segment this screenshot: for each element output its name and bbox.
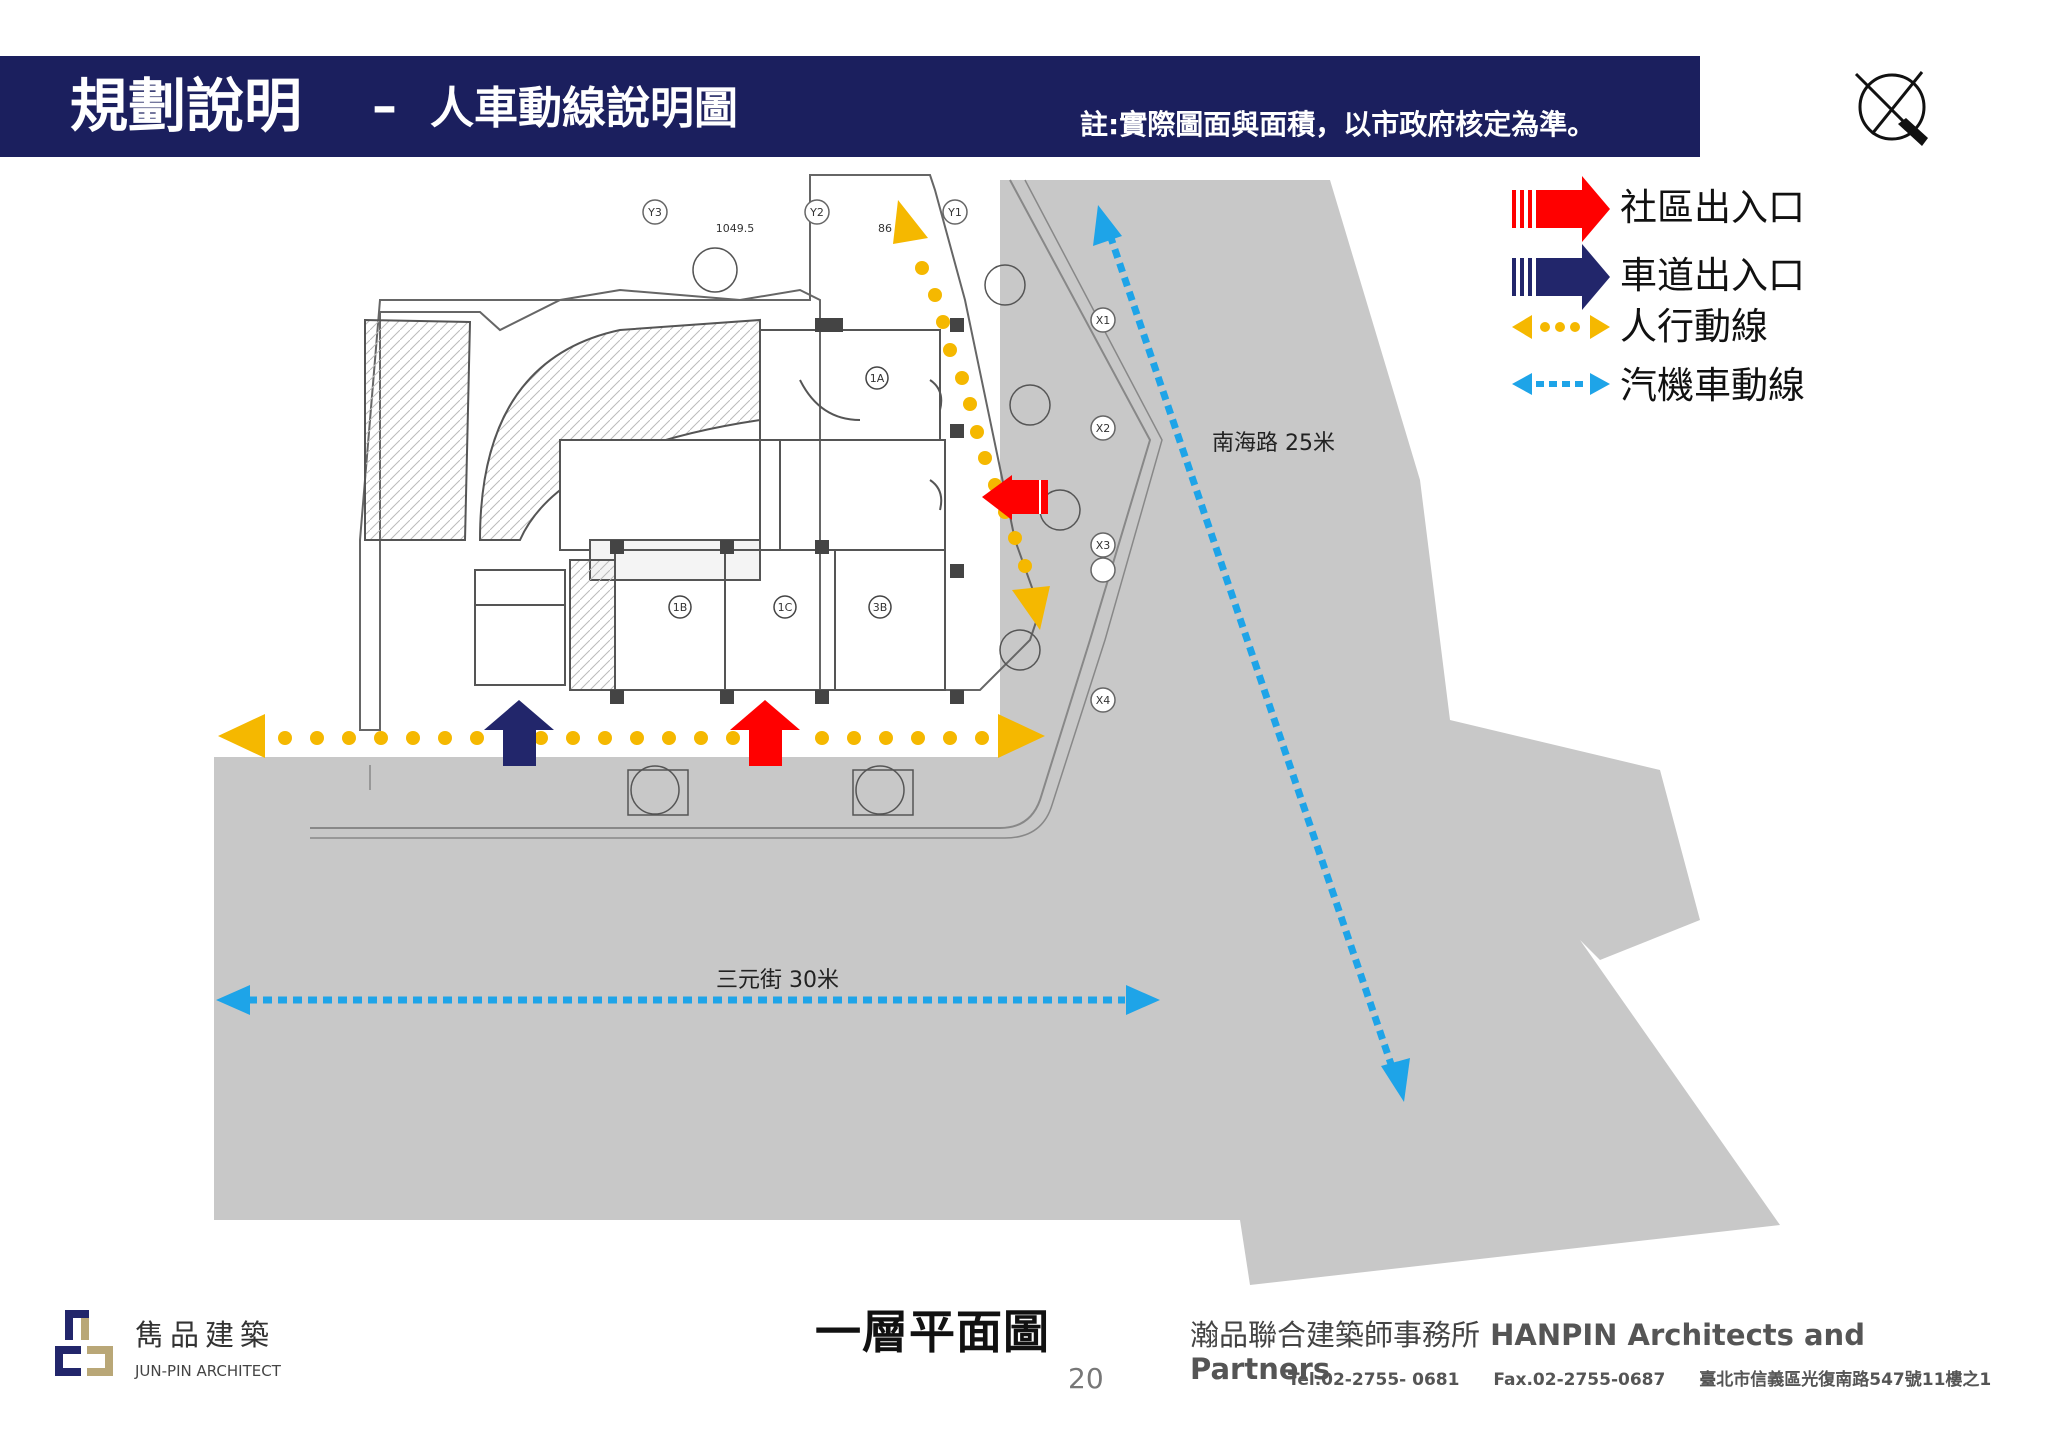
legend-driveway-entrance: 車道出入口 (1620, 254, 1805, 297)
road-label-sanyuan: 三元街 30米 (716, 968, 839, 993)
axis-label: Y1 (947, 206, 962, 219)
page-subtitle: 人車動線說明圖 (430, 83, 738, 134)
red-arrow-icon (1512, 176, 1610, 242)
community-entrance-arrow-side (982, 475, 1048, 520)
unit-label: 1A (870, 372, 885, 385)
structural-columns (610, 318, 964, 704)
page-title: 規劃說明 (70, 72, 303, 140)
title-bar: 規劃說明 – 人車動線說明圖 註:實際圖面與面積，以市政府核定為準。 (0, 56, 1700, 157)
pedestrian-arrowhead-up (893, 200, 928, 244)
dimension-label: 86 (878, 222, 892, 235)
pedestrian-arrowhead-down (1012, 586, 1050, 630)
address: 臺北市信義區光復南路547號11樓之1 (1699, 1370, 1992, 1390)
floor-plan-title: 一層平面圖 (815, 1305, 1050, 1359)
vehicle-arrowhead-right (1126, 985, 1160, 1015)
community-entrance-arrow-bottom (730, 700, 800, 766)
page-number: 20 (1068, 1362, 1104, 1395)
legend-community-entrance: 社區出入口 (1620, 186, 1805, 229)
jun-pin-logo-icon (55, 1310, 113, 1376)
tel: Tel.02-2755- 0681 (1288, 1370, 1460, 1390)
vehicle-arrowhead-down (1381, 1058, 1410, 1102)
north-compass-icon (1854, 71, 1928, 146)
grid-axis-bubbles (642, 199, 1116, 713)
curb-line (310, 179, 1163, 839)
road-label-nanhai: 南海路 25米 (1212, 431, 1335, 456)
unit-bubbles (668, 366, 892, 619)
vehicle-route-nanhai (1106, 233, 1397, 1072)
legend-pedestrian-route: 人行動線 (1620, 305, 1768, 348)
logo-chinese-name: 雋品建築 (135, 1318, 276, 1352)
axis-label: X1 (1096, 314, 1111, 327)
firm-name-en: HANPIN Architects and Partners (1190, 1318, 1865, 1386)
logo-english-name: JUN-PIN ARCHITECT (135, 1362, 281, 1380)
yellow-dotted-arrow-icon (1512, 315, 1610, 339)
unit-label: 1B (673, 601, 688, 614)
pedestrian-route (278, 261, 1032, 745)
axis-label: X4 (1096, 694, 1111, 707)
title-dash: – (372, 77, 397, 135)
firm-name-cn: 瀚品聯合建築師事務所 (1190, 1318, 1481, 1352)
firm-name: 瀚品聯合建築師事務所 HANPIN Architects and Partner… (1190, 1318, 1910, 1386)
axis-label: X3 (1096, 539, 1111, 552)
axis-label: Y2 (809, 206, 824, 219)
tree-symbols (627, 247, 1081, 816)
blue-dotted-arrow-icon (1512, 373, 1610, 395)
legend-vehicle-route: 汽機車動線 (1620, 364, 1805, 407)
driveway-entrance-arrow (484, 700, 554, 766)
vehicle-arrowhead-left (216, 985, 250, 1015)
unit-label: 1C (778, 601, 793, 614)
road-area (214, 180, 1780, 1285)
contact-info: Tel.02-2755- 0681 Fax.02-2755-0687 臺北市信義… (1288, 1365, 2019, 1390)
curb-line (310, 179, 1152, 829)
unit-label: 3B (873, 601, 888, 614)
axis-label: X2 (1096, 422, 1111, 435)
fax: Fax.02-2755-0687 (1493, 1370, 1666, 1390)
title-note: 註:實際圖面與面積，以市政府核定為準。 (1080, 108, 1596, 141)
dimension-label: 1049.5 (716, 222, 755, 235)
building-plan (359, 174, 1042, 731)
pedestrian-arrowhead-left (218, 714, 265, 758)
vehicle-arrowhead-up (1093, 205, 1122, 246)
pedestrian-arrowhead-right (998, 714, 1045, 758)
navy-arrow-icon (1512, 244, 1610, 310)
axis-label: Y3 (647, 206, 662, 219)
